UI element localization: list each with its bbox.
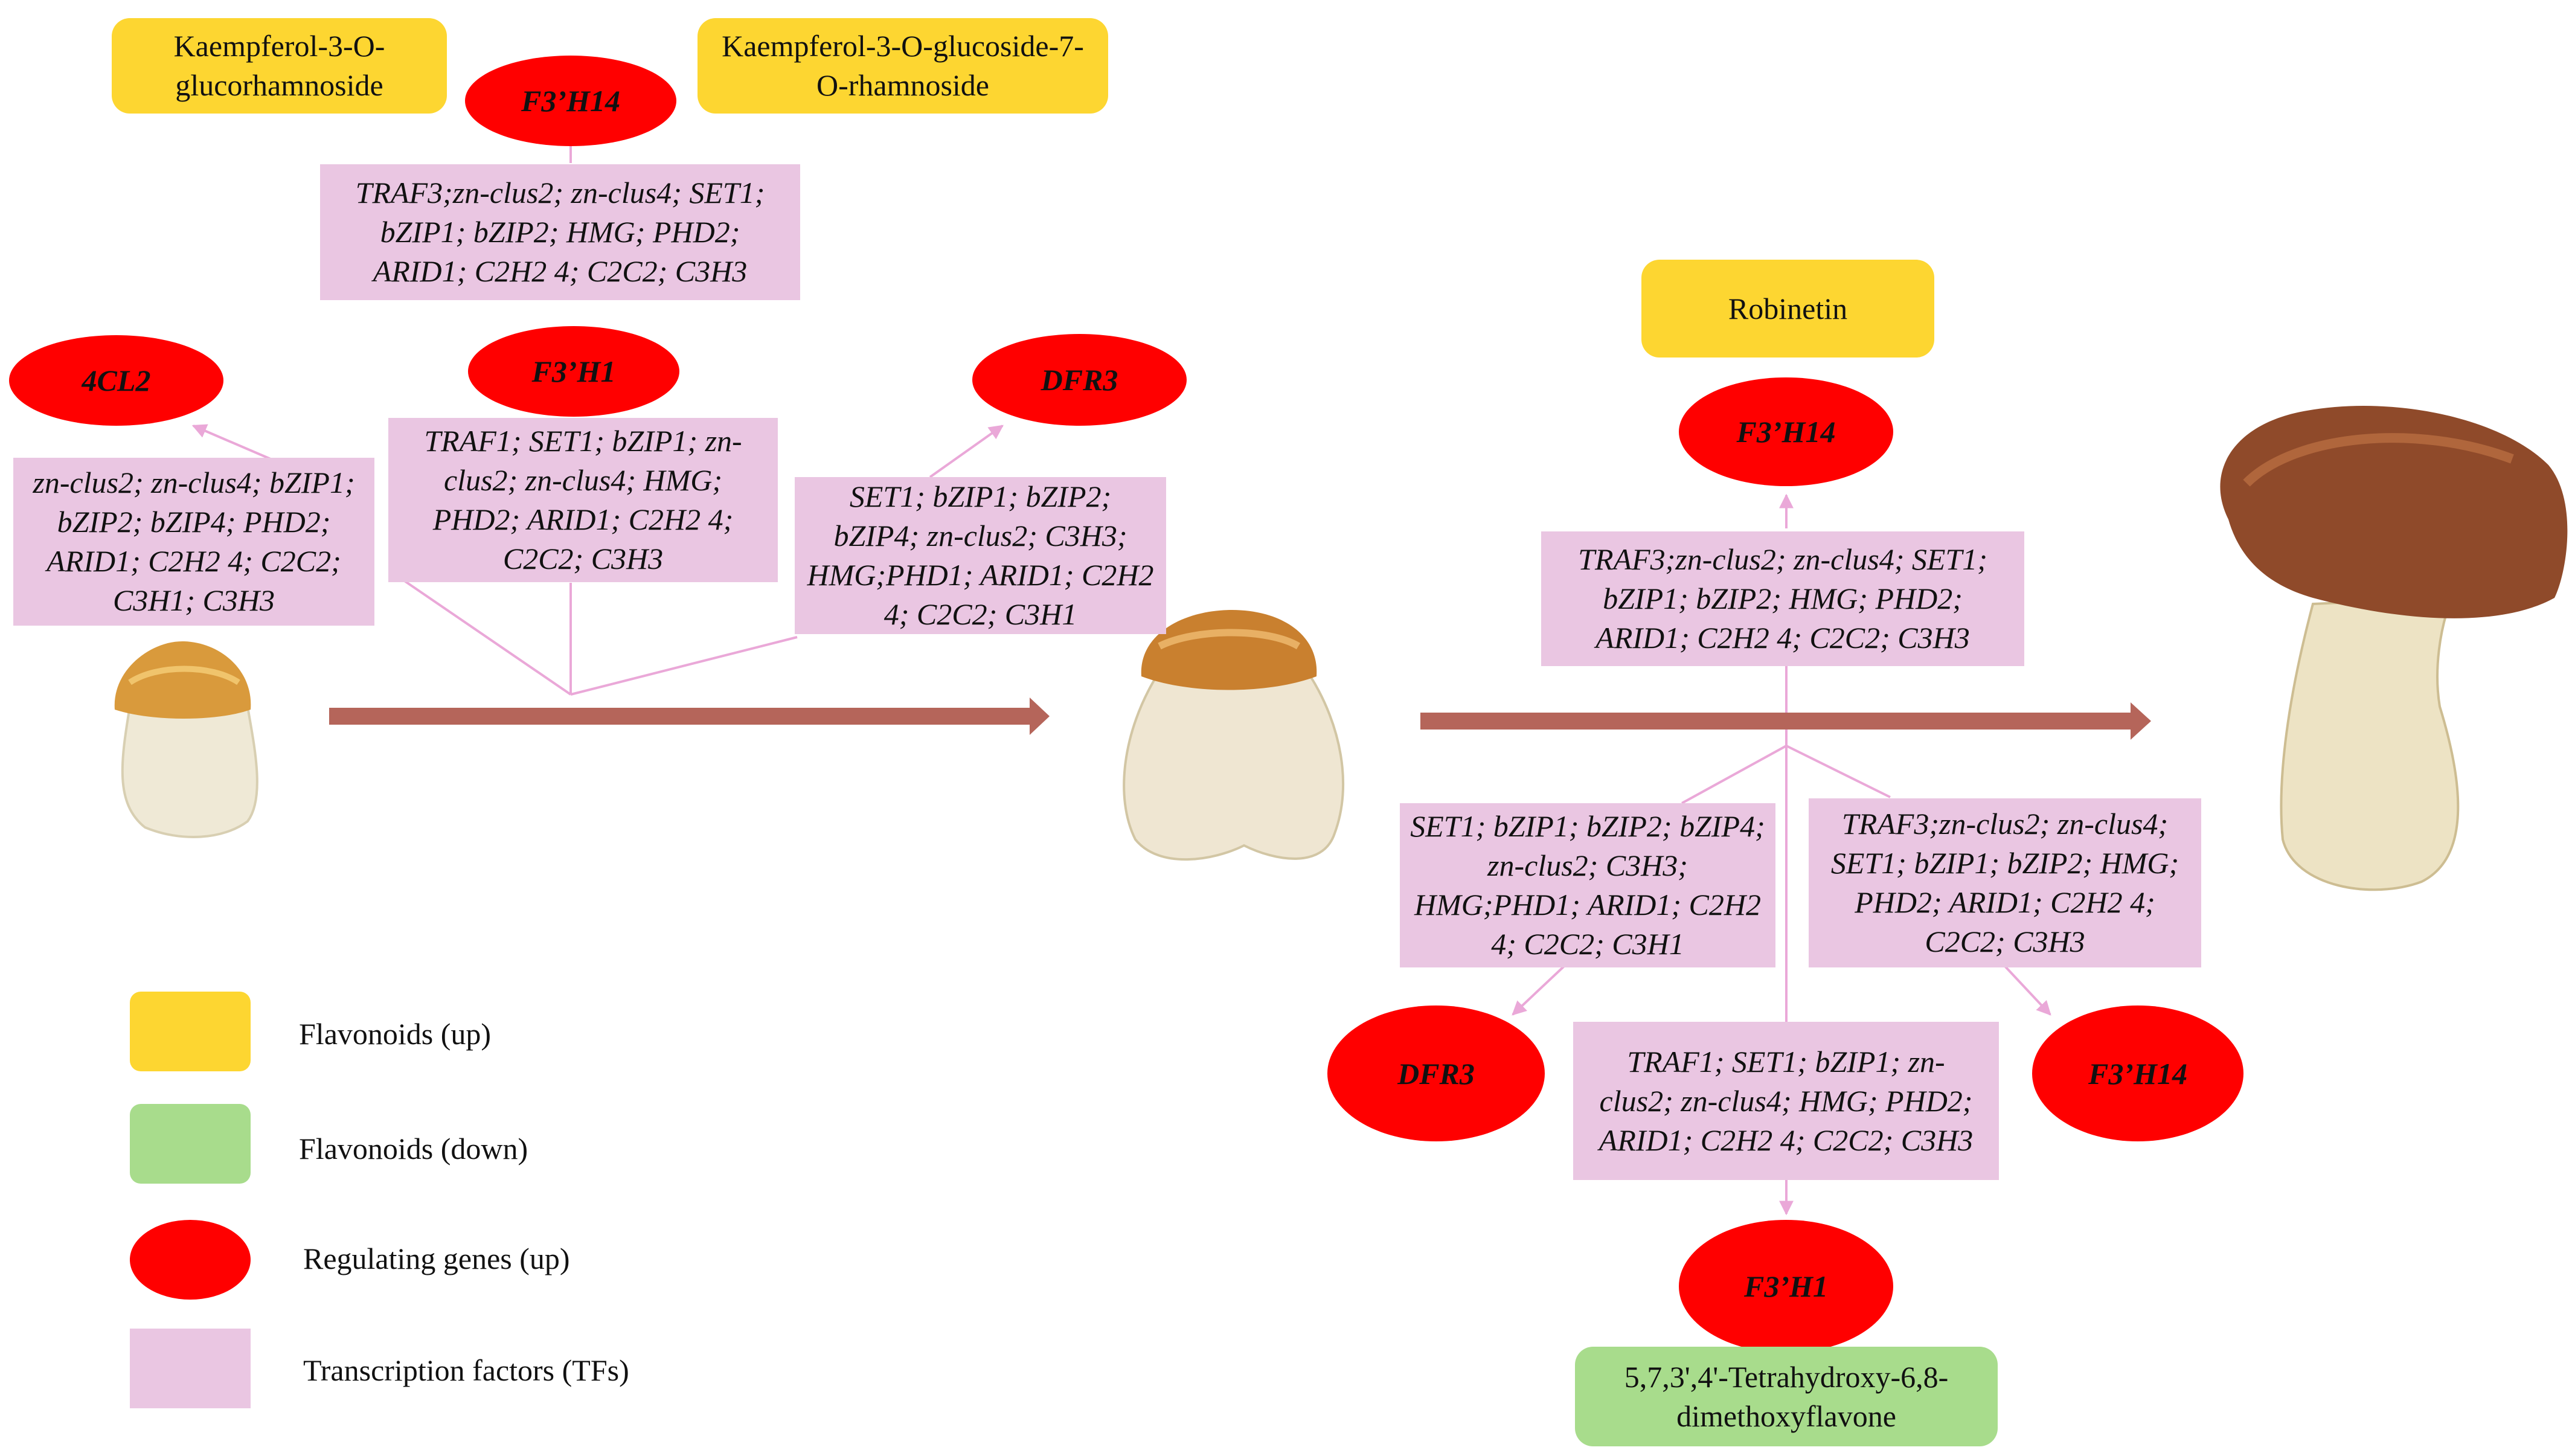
tf-box-4cl2-stage1: zn-clus2; zn-clus4; bZIP1; bZIP2; bZIP4;…	[13, 458, 374, 626]
gene-label: F3’H1	[531, 354, 616, 388]
gene-label: F3’H14	[521, 84, 620, 118]
gene-4cl2-stage1: 4CL2	[9, 335, 223, 426]
legend-swatch-flavonoids-up	[130, 992, 251, 1071]
gene-dfr3-stage1: DFR3	[972, 334, 1187, 426]
flavonoid-label: Kaempferol-3-O-glucoside-7-O-rhamnoside	[722, 29, 1084, 102]
flavonoid-label: Robinetin	[1728, 291, 1848, 326]
flavonoid-kaempferol-glucoside-rhamnoside: Kaempferol-3-O-glucoside-7-O-rhamnoside	[698, 18, 1108, 114]
tf-box-dfr3-stage2: SET1; bZIP1; bZIP2; bZIP4; zn-clus2; C3H…	[1400, 803, 1775, 967]
gene-label: F3’H14	[1736, 415, 1836, 449]
flavonoid-robinetin: Robinetin	[1641, 260, 1934, 358]
tf-list: zn-clus2; zn-clus4; bZIP1; bZIP2; bZIP4;…	[33, 466, 355, 617]
legend-label-regulating-genes: Regulating genes (up)	[303, 1242, 570, 1275]
stage-arrow-1	[329, 698, 1050, 735]
tf-box-f3h1-stage2: TRAF1; SET1; bZIP1; zn-clus2; zn-clus4; …	[1573, 1022, 1999, 1180]
gene-dfr3-stage2: DFR3	[1327, 1005, 1545, 1141]
flavonoid-label: 5,7,3',4'-Tetrahydroxy-6,8-dimethoxyflav…	[1624, 1359, 1949, 1433]
tf-list: TRAF3;zn-clus2; zn-clus4; SET1; bZIP1; b…	[355, 176, 765, 288]
tf-list: TRAF1; SET1; bZIP1; zn-clus2; zn-clus4; …	[424, 424, 742, 576]
tf-box-dfr3-stage1: SET1; bZIP1; bZIP2; bZIP4; zn-clus2; C3H…	[795, 477, 1166, 634]
tf-box-f3h1-stage1: TRAF1; SET1; bZIP1; zn-clus2; zn-clus4; …	[388, 418, 778, 582]
gene-f3h1-stage2: F3’H1	[1679, 1220, 1893, 1353]
legend-label-transcription-factors: Transcription factors (TFs)	[303, 1353, 629, 1387]
tf-list: SET1; bZIP1; bZIP2; bZIP4; zn-clus2; C3H…	[807, 479, 1154, 631]
legend-label-flavonoids-up: Flavonoids (up)	[299, 1017, 492, 1051]
mushroom-stage1-image	[114, 641, 258, 839]
tf-box-f3h14-stage2-top: TRAF3;zn-clus2; zn-clus4; SET1; bZIP1; b…	[1541, 531, 2024, 666]
flavonoid-kaempferol-glucorhamnoside: Kaempferol-3-O-glucorhamnoside	[112, 18, 447, 114]
mushroom-stage2-image	[1123, 610, 1345, 861]
gene-f3h14-stage2-top: F3’H14	[1679, 377, 1893, 486]
flavonoid-tetrahydroxy-dimethoxyflavone: 5,7,3',4'-Tetrahydroxy-6,8-dimethoxyflav…	[1575, 1347, 1998, 1446]
tf-box-f3h14-stage2-right: TRAF3;zn-clus2; zn-clus4; SET1; bZIP1; b…	[1809, 798, 2201, 967]
tf-list: TRAF3;zn-clus2; zn-clus4; SET1; bZIP1; b…	[1578, 542, 1987, 655]
gene-label: DFR3	[1041, 363, 1118, 397]
legend-swatch-flavonoids-down	[130, 1104, 251, 1184]
stage-arrow-2	[1420, 702, 2151, 740]
tf-box-f3h14-stage1: TRAF3;zn-clus2; zn-clus4; SET1; bZIP1; b…	[320, 164, 800, 300]
tf-list: TRAF1; SET1; bZIP1; zn-clus2; zn-clus4; …	[1599, 1044, 1974, 1157]
flavonoid-label: Kaempferol-3-O-glucorhamnoside	[173, 29, 385, 102]
tf-list: TRAF3;zn-clus2; zn-clus4; SET1; bZIP1; b…	[1830, 807, 2179, 958]
legend-label-flavonoids-down: Flavonoids (down)	[299, 1132, 528, 1166]
legend-swatch-regulating-genes	[130, 1220, 251, 1300]
gene-label: DFR3	[1397, 1056, 1475, 1091]
tf-list: SET1; bZIP1; bZIP2; bZIP4; zn-clus2; C3H…	[1410, 809, 1765, 961]
mushroom-stage3-image	[2220, 406, 2568, 891]
gene-f3h1-stage1: F3’H1	[468, 326, 679, 417]
gene-label: F3’H14	[2088, 1056, 2187, 1091]
gene-label: 4CL2	[82, 364, 151, 397]
legend-swatch-transcription-factors	[130, 1329, 251, 1408]
gene-f3h14-stage2-right: F3’H14	[2032, 1005, 2243, 1141]
gene-label: F3’H1	[1744, 1269, 1828, 1303]
gene-f3h14-stage1: F3’H14	[465, 56, 676, 146]
